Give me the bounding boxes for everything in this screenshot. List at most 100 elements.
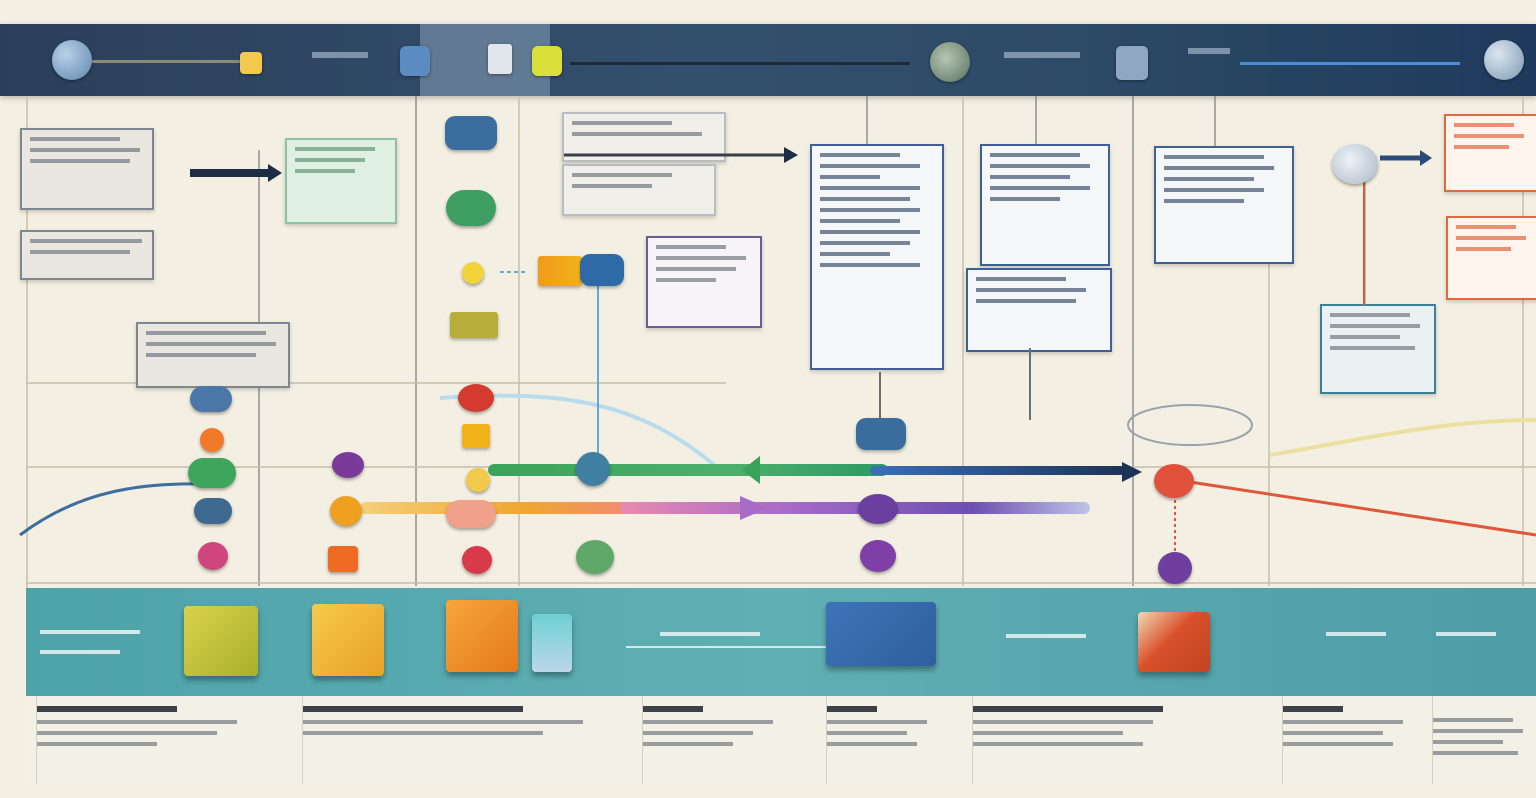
globe-icon[interactable] [52, 40, 92, 80]
legend-strip [26, 696, 1536, 784]
info-card[interactable] [966, 268, 1112, 352]
process-node[interactable] [198, 542, 228, 570]
process-node[interactable] [856, 418, 906, 450]
nav-connector [1240, 62, 1460, 65]
nav-label [312, 52, 368, 58]
info-card[interactable] [980, 144, 1110, 266]
legend-column [36, 696, 257, 784]
lightbulb-icon[interactable] [532, 46, 562, 76]
process-node[interactable] [462, 546, 492, 574]
swimlane-divider [415, 96, 417, 586]
process-node[interactable] [860, 540, 896, 572]
info-card[interactable] [136, 322, 290, 388]
swimlane-divider [866, 96, 868, 146]
process-node[interactable] [576, 452, 610, 486]
arrowhead-icon [1122, 462, 1142, 482]
legend-column [642, 696, 783, 784]
folder-icon[interactable] [184, 606, 258, 676]
legend-column [1432, 696, 1529, 784]
legend-column [972, 696, 1173, 784]
process-node[interactable] [580, 254, 624, 286]
legend-column [826, 696, 937, 784]
info-card[interactable] [1320, 304, 1436, 394]
band-label [1326, 632, 1386, 636]
arrowhead-icon [268, 164, 282, 182]
process-node[interactable] [446, 500, 496, 528]
nav-label [1004, 52, 1080, 58]
gridline [26, 582, 1536, 584]
legend-column [302, 696, 603, 784]
info-card[interactable] [285, 138, 397, 224]
curve-connector [1269, 418, 1536, 457]
lightbulb-icon[interactable] [240, 52, 262, 74]
nav-connector [570, 62, 910, 65]
top-navigation-band [0, 24, 1536, 96]
connector-line [1189, 480, 1536, 537]
process-node[interactable] [330, 496, 362, 526]
gear-icon[interactable] [930, 42, 970, 82]
process-node[interactable] [462, 262, 484, 284]
info-card[interactable] [810, 144, 944, 370]
process-node[interactable] [466, 468, 490, 492]
tablet-icon[interactable] [532, 614, 572, 672]
nav-highlight [420, 24, 550, 96]
info-card[interactable] [646, 236, 762, 328]
swimlane-divider [1214, 96, 1216, 146]
document-icon[interactable] [488, 44, 512, 74]
process-node[interactable] [332, 452, 364, 478]
process-node[interactable] [1158, 552, 1192, 584]
process-node[interactable] [458, 384, 494, 412]
process-node[interactable] [445, 116, 497, 150]
arrowhead-icon [1420, 150, 1432, 166]
band-label [40, 650, 120, 654]
process-node[interactable] [188, 458, 236, 488]
flow-purple [620, 502, 1090, 514]
globe-icon[interactable] [1484, 40, 1524, 80]
process-node[interactable] [328, 546, 358, 572]
swimlane-divider [1522, 96, 1524, 586]
callout-bubble [1127, 404, 1253, 446]
band-label [626, 646, 826, 648]
flow-orange [360, 502, 640, 514]
info-card[interactable] [1154, 146, 1294, 264]
process-node[interactable] [200, 428, 224, 452]
chat-icon[interactable] [400, 46, 430, 76]
arrowhead-icon [742, 456, 760, 484]
band-label [1006, 634, 1086, 638]
process-node[interactable] [538, 256, 582, 286]
info-card[interactable] [1444, 114, 1536, 192]
server-icon[interactable] [1116, 46, 1148, 80]
process-node[interactable] [576, 540, 614, 574]
band-label [660, 632, 760, 636]
info-card[interactable] [562, 164, 716, 216]
folder-icon[interactable] [312, 604, 384, 676]
legend-column [1282, 696, 1413, 784]
band-label [40, 630, 140, 634]
package-icon[interactable] [1138, 612, 1210, 672]
process-node[interactable] [858, 494, 898, 524]
arrowhead-icon [740, 496, 768, 520]
process-node[interactable] [194, 498, 232, 524]
gridline [26, 382, 726, 384]
swimlane-divider [26, 96, 28, 696]
swimlane-divider [1268, 260, 1270, 586]
process-node[interactable] [446, 190, 496, 226]
info-card[interactable] [20, 230, 154, 280]
folder-icon[interactable] [446, 600, 518, 672]
monitor-icon[interactable] [826, 602, 936, 666]
swimlane-divider [518, 96, 520, 586]
band-label [1436, 632, 1496, 636]
nav-label [1188, 48, 1230, 54]
nav-connector [85, 60, 245, 63]
info-card[interactable] [1446, 216, 1536, 300]
process-node[interactable] [462, 424, 490, 448]
curve-connector [19, 482, 221, 537]
arrowhead-icon [784, 147, 798, 163]
swimlane-divider [1132, 96, 1134, 586]
info-card[interactable] [20, 128, 154, 210]
process-node[interactable] [1332, 144, 1378, 184]
process-node[interactable] [450, 312, 498, 338]
process-node[interactable] [190, 386, 232, 412]
process-node[interactable] [1154, 464, 1194, 498]
